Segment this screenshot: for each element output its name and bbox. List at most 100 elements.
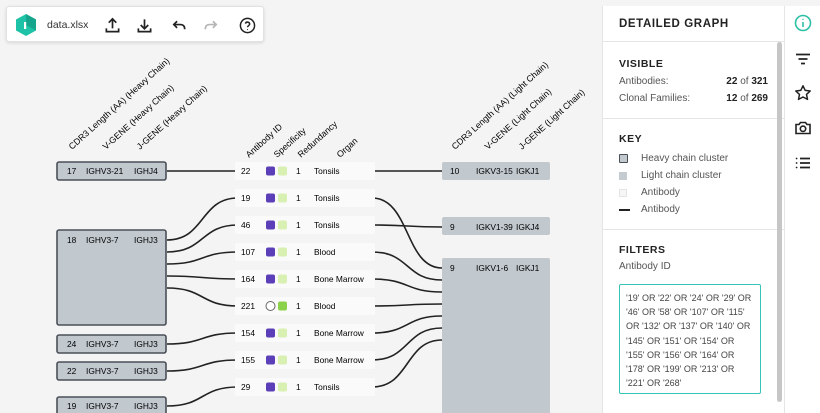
detailed-graph: CDR3 Length (AA) (Heavy Chain)V-GENE (He… [56, 56, 587, 413]
toolbar: data.xlsx [6, 6, 264, 42]
redundancy-value: 1 [296, 193, 301, 203]
light-link-line [371, 303, 443, 307]
specificity-swatch [278, 193, 287, 203]
organ-value: Tonsils [314, 382, 340, 392]
divider [603, 229, 784, 230]
list-icon [795, 157, 810, 169]
key-heading: KEY [619, 133, 643, 145]
specificity-swatch [266, 274, 275, 284]
panel-scrollbar[interactable] [777, 42, 782, 402]
heavy-j-gene: IGHJ3 [134, 235, 158, 245]
antibody-node [235, 189, 375, 207]
antibody-id: 22 [241, 166, 251, 176]
undo-icon [172, 20, 185, 29]
filters-heading: FILTERS [619, 244, 666, 256]
specificity-swatch [266, 328, 275, 338]
specificity-swatch [278, 328, 287, 338]
filter-button[interactable] [792, 48, 814, 70]
redundancy-value: 1 [296, 166, 301, 176]
list-button[interactable] [792, 152, 814, 174]
redundancy-value: 1 [296, 220, 301, 230]
filters-section: FILTERS Antibody ID '19' OR '22' OR '24'… [603, 244, 784, 394]
antibody-node [235, 297, 375, 315]
panel-title: DETAILED GRAPH [619, 17, 729, 30]
light-link-line [371, 197, 443, 269]
redundancy-value: 1 [296, 274, 301, 284]
heavy-j-gene: IGHJ3 [134, 339, 158, 349]
organ-value: Tonsils [314, 166, 340, 176]
light-cdr3-length: 10 [450, 166, 460, 176]
antibody-id: 154 [241, 328, 255, 338]
info-icon [794, 14, 812, 32]
line-swatch-icon [619, 208, 630, 211]
antibody-node [235, 216, 375, 234]
light-j-gene: IGKJ4 [516, 222, 540, 232]
antibody-swatch-icon [619, 188, 627, 197]
light-j-gene: IGKJ1 [516, 166, 540, 176]
antibodies-label: Antibodies: [619, 76, 669, 87]
info-button[interactable] [792, 12, 814, 34]
antibody-column-header: Organ [335, 136, 360, 160]
help-button[interactable] [236, 14, 258, 36]
heavy-cdr3-length: 19 [67, 401, 77, 411]
specificity-swatch [278, 247, 287, 257]
organ-value: Bone Marrow [314, 355, 365, 365]
visible-heading: VISIBLE [619, 58, 664, 70]
undo-button[interactable] [167, 14, 189, 36]
heavy-chain-swatch-icon [619, 154, 628, 163]
antibody-id-filter-input[interactable]: '19' OR '22' OR '24' OR '29' OR '46' OR … [619, 284, 761, 394]
clonal-families-label: Clonal Families: [619, 93, 691, 104]
light-j-gene: IGKJ1 [516, 263, 540, 273]
heavy-link-line [166, 224, 239, 253]
specificity-swatch [278, 382, 287, 392]
clonal-families-count-row: Clonal Families: 12 of 269 [619, 93, 768, 104]
download-button[interactable] [133, 14, 155, 36]
organ-value: Tonsils [314, 193, 340, 203]
organ-value: Bone Marrow [314, 328, 365, 338]
light-chain-cluster [442, 258, 550, 413]
filter-icon [796, 53, 810, 65]
redo-button[interactable] [200, 14, 222, 36]
screenshot-button[interactable] [792, 117, 814, 139]
light-cdr3-length: 9 [450, 222, 455, 232]
antibody-id: 164 [241, 274, 255, 284]
heavy-j-gene: IGHJ3 [134, 401, 158, 411]
heavy-link-line [166, 386, 239, 407]
specificity-swatch [278, 355, 287, 365]
starred-button[interactable] [792, 82, 814, 104]
antibodies-count-row: Antibodies: 22 of 321 [619, 76, 768, 87]
specificity-swatch [265, 301, 276, 311]
heavy-cdr3-length: 22 [67, 366, 77, 376]
heavy-v-gene: IGHV3-7 [86, 235, 119, 245]
antibody-column-header: Redundancy [296, 119, 340, 160]
antibody-id: 19 [241, 193, 251, 203]
redo-icon [204, 20, 217, 29]
light-v-gene: IGKV3-15 [476, 166, 513, 176]
redundancy-value: 1 [296, 247, 301, 257]
redundancy-value: 1 [296, 301, 301, 311]
organ-value: Tonsils [314, 220, 340, 230]
heavy-j-gene: IGHJ4 [134, 166, 158, 176]
organ-value: Blood [314, 247, 336, 257]
light-v-gene: IGKV1-6 [476, 263, 508, 273]
specificity-swatch [278, 274, 287, 284]
help-icon [239, 17, 255, 33]
organ-value: Blood [314, 301, 336, 311]
upload-button[interactable] [101, 14, 123, 36]
heavy-j-gene: IGHJ3 [134, 366, 158, 376]
heavy-chain-cluster [56, 396, 167, 413]
light-chain-cluster [442, 217, 550, 235]
heavy-chain-cluster [56, 361, 167, 381]
camera-icon [795, 121, 811, 135]
heavy-chain-cluster [56, 229, 167, 326]
heavy-link-line [166, 197, 239, 241]
heavy-v-gene: IGHV3-7 [86, 339, 119, 349]
light-chain-swatch-icon [619, 171, 627, 180]
upload-icon [105, 17, 119, 32]
specificity-swatch [278, 220, 287, 230]
heavy-v-gene: IGHV3-7 [86, 366, 119, 376]
light-link-line [371, 339, 443, 388]
specificity-swatch [278, 166, 287, 176]
antibody-node [235, 378, 375, 396]
light-column-header: J-GENE (Light Chain) [517, 87, 587, 151]
